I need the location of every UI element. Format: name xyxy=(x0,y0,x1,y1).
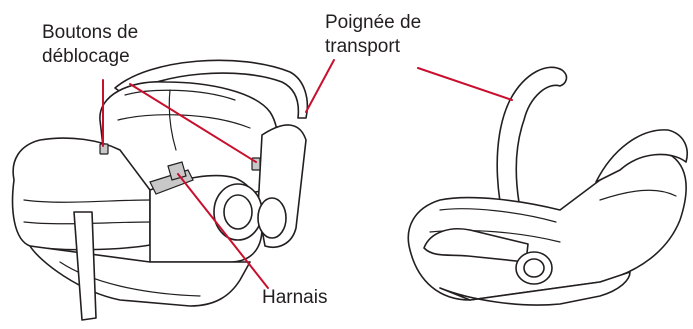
label-release-buttons: Boutons de déblocage xyxy=(42,21,138,69)
leader-handle-left xyxy=(306,60,334,112)
label-carry-handle-line1: Poignée de xyxy=(325,11,421,35)
label-carry-handle-line2: transport xyxy=(325,35,421,59)
label-release-buttons-line2: déblocage xyxy=(42,45,138,69)
leader-handle-right xyxy=(418,68,512,100)
label-carry-handle: Poignée de transport xyxy=(325,11,421,59)
label-harness: Harnais xyxy=(262,286,327,310)
label-release-buttons-line1: Boutons de xyxy=(42,21,138,45)
hanging-strap xyxy=(74,212,96,320)
car-seat-side-view xyxy=(408,67,687,305)
